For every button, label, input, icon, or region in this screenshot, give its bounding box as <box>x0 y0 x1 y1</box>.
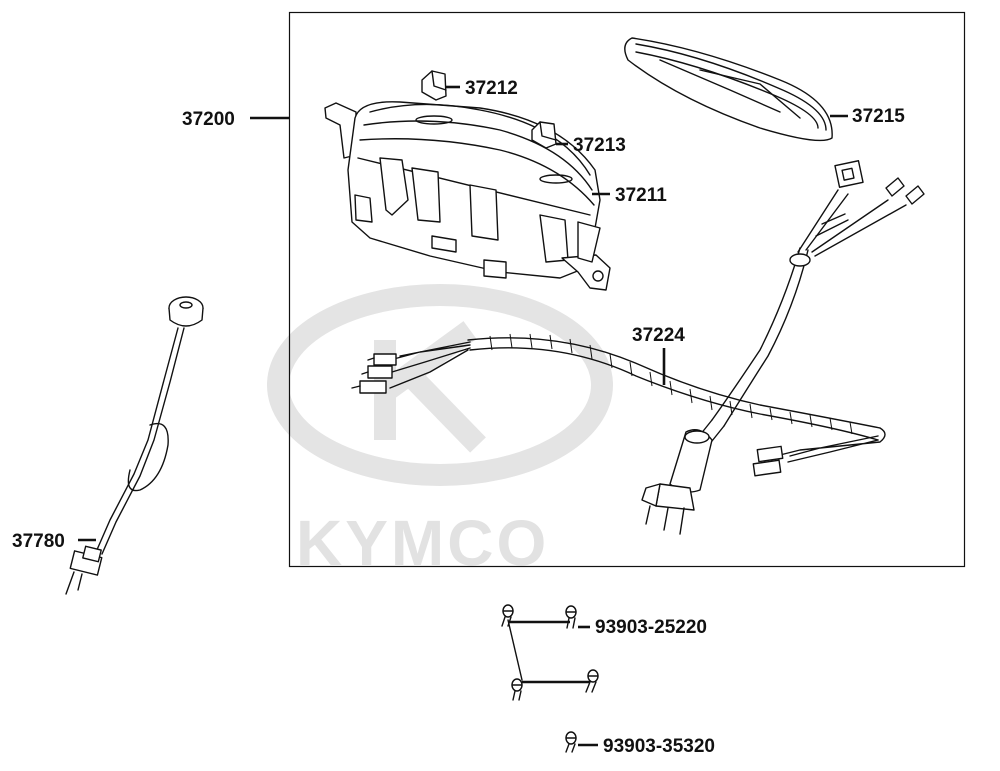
sensor-37780 <box>65 296 204 595</box>
label-37212: 37212 <box>465 78 518 99</box>
meter-body <box>324 101 611 291</box>
button-37213 <box>531 121 557 149</box>
assembly-frame <box>288 11 966 568</box>
screw-35320 <box>565 731 577 753</box>
leader-lines <box>78 85 848 747</box>
label-37200: 37200 <box>182 109 235 130</box>
label-37211: 37211 <box>615 185 667 206</box>
button-37212 <box>421 70 447 101</box>
label-93903-35320: 93903-35320 <box>603 736 715 757</box>
watermark-brand: KYMCO <box>296 507 549 579</box>
label-37213: 37213 <box>573 135 626 156</box>
label-37215: 37215 <box>852 106 905 127</box>
label-37224: 37224 <box>632 325 685 346</box>
kymco-watermark: KYMCO <box>267 284 613 579</box>
label-37780: 37780 <box>12 531 65 552</box>
label-93903-25220: 93903-25220 <box>595 617 707 638</box>
lens-37215 <box>624 37 833 142</box>
screw-group-25220 <box>501 604 599 701</box>
wiring-harness-37224 <box>351 160 925 535</box>
